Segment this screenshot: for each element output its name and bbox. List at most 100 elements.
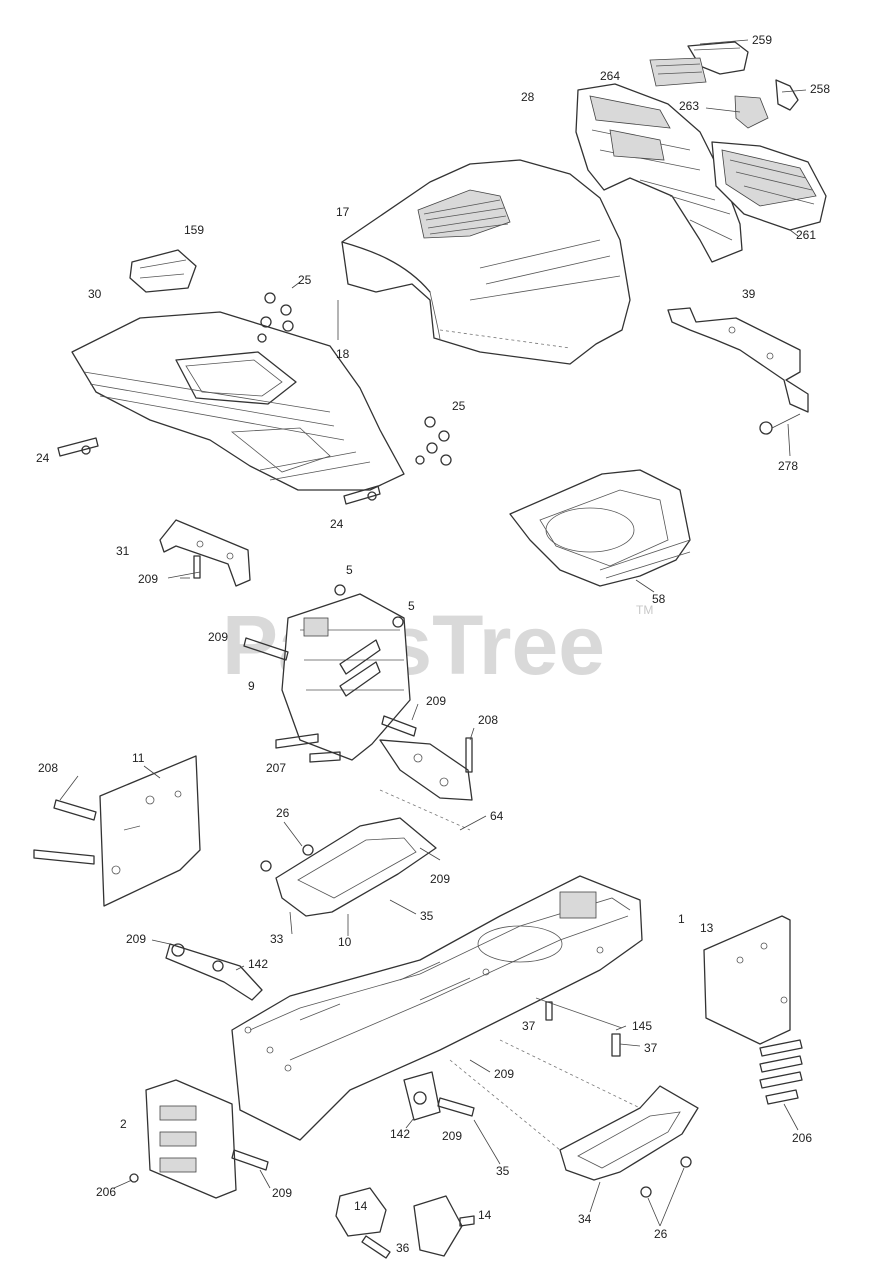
callout-58: 58 <box>652 592 666 606</box>
part-58-pan <box>509 469 691 587</box>
callout-37-b: 37 <box>644 1041 658 1055</box>
callout-17: 17 <box>336 205 350 219</box>
part-261-grille <box>711 141 827 231</box>
part-259-vent-cover <box>649 41 749 87</box>
part-159-decal <box>129 249 197 293</box>
part-64-plate <box>379 739 473 831</box>
callout-263: 263 <box>679 99 699 113</box>
part-263-bracket <box>734 95 769 129</box>
callout-33: 33 <box>270 932 284 946</box>
leader-lines <box>59 39 807 1227</box>
callout-64: 64 <box>490 809 504 823</box>
hardware-206-b <box>759 1039 803 1105</box>
callout-39: 39 <box>742 287 756 301</box>
part-13-side-plate <box>703 915 791 1045</box>
watermark-trademark: TM <box>636 603 653 617</box>
callout-28: 28 <box>521 90 535 104</box>
callout-142-a: 142 <box>248 957 268 971</box>
callout-5-b: 5 <box>408 599 415 613</box>
callout-209-c: 209 <box>426 694 446 708</box>
callout-37-a: 37 <box>522 1019 536 1033</box>
part-33-axle-support <box>260 817 437 917</box>
hardware-25-upper <box>257 281 301 343</box>
part-31-bracket <box>159 519 251 587</box>
callout-25-upper: 25 <box>298 273 312 287</box>
part-2-front-plate <box>145 1079 237 1199</box>
part-142-lower-linkage <box>403 1071 441 1121</box>
callout-258: 258 <box>810 82 830 96</box>
part-17-hood <box>341 159 631 365</box>
part-145-rod <box>535 997 623 1029</box>
part-9-steering-support <box>281 584 411 761</box>
callout-14-a: 14 <box>354 1199 368 1213</box>
hardware-278 <box>759 413 801 435</box>
callout-35-a: 35 <box>420 909 434 923</box>
part-30-fender-body <box>71 311 405 491</box>
callout-209-g: 209 <box>442 1129 462 1143</box>
hardware-26-b <box>640 1156 692 1198</box>
callout-145: 145 <box>632 1019 652 1033</box>
callout-9: 9 <box>248 679 255 693</box>
hardware-209-d <box>419 847 441 861</box>
callout-209-h: 209 <box>272 1186 292 1200</box>
part-142-upper-linkage <box>165 943 263 1001</box>
hardware-206-a <box>129 1173 139 1183</box>
part-36-bolt <box>361 1235 391 1259</box>
callout-35-b: 35 <box>496 1164 510 1178</box>
callout-209-e: 209 <box>126 932 146 946</box>
part-1-main-frame <box>231 875 643 1141</box>
callout-13: 13 <box>700 921 714 935</box>
callout-18: 18 <box>336 347 350 361</box>
hardware-25-lower <box>415 416 452 466</box>
callout-11: 11 <box>132 751 145 765</box>
callout-labels: 259 264 258 28 263 261 17 159 30 25 18 3… <box>36 33 830 1255</box>
callout-209-f: 209 <box>494 1067 514 1081</box>
callout-207: 207 <box>266 761 286 775</box>
part-14-bracket <box>335 1187 475 1257</box>
part-11-side-plate <box>99 755 201 907</box>
callout-36: 36 <box>396 1241 410 1255</box>
callout-25-lower: 25 <box>452 399 466 413</box>
hardware-207 <box>275 733 341 763</box>
hardware-209-b <box>243 637 289 661</box>
hardware-209-h <box>231 1149 269 1171</box>
callout-14-b: 14 <box>478 1208 492 1222</box>
part-39-bracket <box>667 307 809 413</box>
callout-31: 31 <box>116 544 130 558</box>
callout-209-a: 209 <box>138 572 158 586</box>
callout-264: 264 <box>600 69 620 83</box>
callout-34: 34 <box>578 1212 592 1226</box>
callout-10: 10 <box>338 935 352 949</box>
callout-209-b: 209 <box>208 630 228 644</box>
callout-30: 30 <box>88 287 102 301</box>
hardware-208-b <box>465 737 473 773</box>
hardware-208-a <box>33 799 97 865</box>
callout-159: 159 <box>184 223 204 237</box>
callout-208-a: 208 <box>38 761 58 775</box>
callout-1: 1 <box>678 912 685 926</box>
hardware-24-lower <box>343 485 381 505</box>
callout-206-b: 206 <box>792 1131 812 1145</box>
callout-142-b: 142 <box>390 1127 410 1141</box>
callout-209-d: 209 <box>430 872 450 886</box>
callout-26-a: 26 <box>276 806 290 820</box>
hardware-24-left <box>57 437 99 457</box>
part-28-hood-front-panel <box>575 83 743 263</box>
callout-5-a: 5 <box>346 563 353 577</box>
hardware-209-g <box>437 1097 475 1117</box>
part-34-axle-support <box>449 1039 699 1181</box>
part-258-clip <box>775 79 799 111</box>
hardware-209-c <box>381 715 417 737</box>
callout-24-left: 24 <box>36 451 50 465</box>
callout-259: 259 <box>752 33 772 47</box>
callout-208-b: 208 <box>478 713 498 727</box>
callout-278: 278 <box>778 459 798 473</box>
callout-26-b: 26 <box>654 1227 668 1241</box>
hardware-37 <box>545 1001 621 1057</box>
hardware-209-a <box>180 555 201 579</box>
callout-2: 2 <box>120 1117 127 1131</box>
callout-206-a: 206 <box>96 1185 116 1199</box>
callout-261: 261 <box>796 228 816 242</box>
callout-24-lower: 24 <box>330 517 344 531</box>
